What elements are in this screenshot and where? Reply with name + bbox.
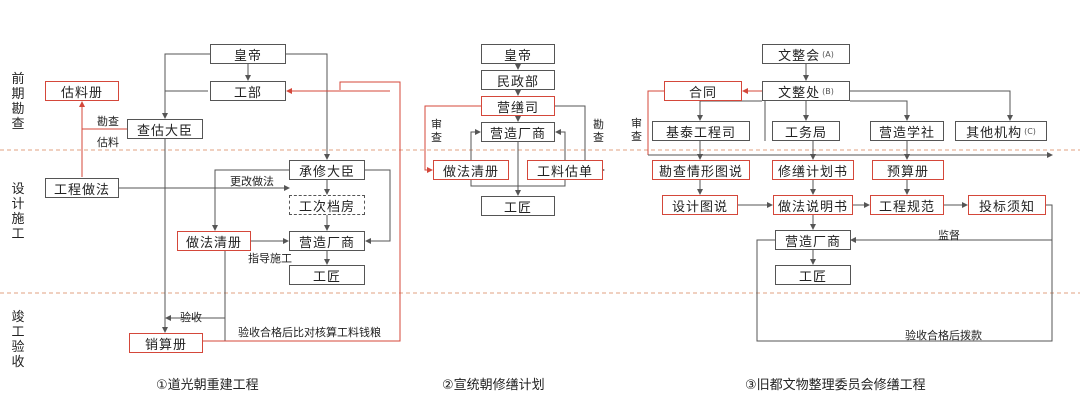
phase-label-design: 设计施工: [11, 182, 25, 242]
d3-budget-box: 预算册: [872, 160, 944, 180]
d2-cost-list-box: 工料估单: [527, 160, 603, 180]
d3-contractor-box: 营造厂商: [775, 230, 851, 250]
connector-27: [555, 129, 566, 170]
d3-repair-plan-box: 修缮计划书: [772, 160, 854, 180]
d1-label-guide: 指导施工: [248, 252, 292, 265]
d1-label-accept-check: 验收合格后比对核算工料钱粮: [238, 326, 381, 339]
d1-caption: ①道光朝重建工程: [156, 378, 259, 393]
d3-craftsman-box: 工匠: [775, 265, 851, 285]
d1-label-estimate: 估料: [97, 136, 119, 149]
phase-label-survey: 前期勘查: [11, 72, 25, 132]
connector-49: [850, 204, 1053, 243]
d3-method-desc-box: 做法说明书: [773, 195, 853, 215]
d3-label-accept-pay: 验收合格后拨款: [905, 329, 982, 342]
d2-emperor-box: 皇帝: [481, 44, 555, 64]
d3-bid-notice-box: 投标须知: [968, 195, 1046, 215]
d1-work-method-box: 工程做法: [45, 178, 119, 198]
d2-craftsman-box: 工匠: [481, 196, 555, 216]
d3-design-drawing-box: 设计图说: [662, 195, 738, 215]
d1-label-survey: 勘查: [97, 115, 119, 128]
connector-3: [162, 53, 210, 119]
d3-jitai-box: 基泰工程司: [652, 121, 750, 141]
d2-civil-ministry-box: 民政部: [481, 70, 555, 90]
d3-works-bureau-box: 工务局: [772, 121, 840, 141]
connector-18: [203, 81, 401, 342]
d2-contractor-box: 营造厂商: [481, 122, 555, 142]
d3-committee-sup: (A): [822, 49, 834, 59]
d2-caption: ②宣统朝修缮计划: [442, 378, 545, 393]
d3-other-label: 其他机构: [966, 125, 1023, 141]
d1-emperor-box: 皇帝: [210, 44, 286, 64]
d3-other-sup: (C): [1024, 126, 1036, 136]
connector-28: [470, 180, 518, 187]
d1-contractor-box: 营造厂商: [289, 231, 365, 251]
d3-survey-drawing-box: 勘查情形图说: [652, 160, 750, 180]
d3-committee-label: 文整会: [778, 48, 821, 64]
d1-archive-box: 工次档房: [289, 195, 365, 215]
connector-37: [850, 90, 1013, 121]
connector-32: [647, 90, 664, 155]
connector-15: [365, 169, 391, 244]
connector-4: [286, 53, 330, 160]
d3-label-review: 审查: [631, 117, 642, 143]
connector-29: [518, 180, 566, 187]
d1-ministry-box: 工部: [210, 81, 286, 101]
d1-estimate-book-box: 估料册: [45, 81, 119, 101]
d3-contract-box: 合同: [664, 81, 742, 101]
d3-office-label: 文整处: [778, 85, 821, 101]
d1-craftsman-box: 工匠: [289, 265, 365, 285]
d1-label-accept: 验收: [180, 311, 202, 324]
d3-society-box: 营造学社: [870, 121, 944, 141]
phase-label-acceptance: 竣工验收: [11, 310, 25, 370]
d2-construction-dept-box: 营缮司: [481, 96, 555, 116]
d3-office-box: 文整处(B): [762, 81, 850, 101]
d1-sales-book-box: 销算册: [129, 333, 203, 353]
d1-label-change-method: 更改做法: [230, 175, 274, 188]
d3-committee-box: 文整会(A): [762, 44, 850, 64]
d1-repair-official-box: 承修大臣: [289, 160, 365, 180]
connector-51: [756, 239, 1053, 342]
d3-eng-spec-box: 工程规范: [870, 195, 944, 215]
d3-caption: ③旧都文物整理委员会修缮工程: [745, 378, 926, 393]
d3-office-sup: (B): [822, 86, 834, 96]
d2-label-review: 审查: [431, 118, 442, 144]
d2-label-survey: 勘查: [593, 118, 604, 144]
d1-method-list-box: 做法清册: [177, 231, 251, 251]
connector-34: [697, 100, 762, 121]
d3-other-box: 其他机构(C): [955, 121, 1047, 141]
d3-label-supervise: 监督: [938, 229, 960, 242]
connector-10: [212, 169, 289, 231]
d1-survey-official-box: 查估大臣: [127, 119, 203, 139]
connector-24: [424, 105, 481, 173]
connector-36: [850, 100, 910, 121]
d2-method-list-box: 做法清册: [433, 160, 509, 180]
connector-26: [470, 129, 481, 170]
